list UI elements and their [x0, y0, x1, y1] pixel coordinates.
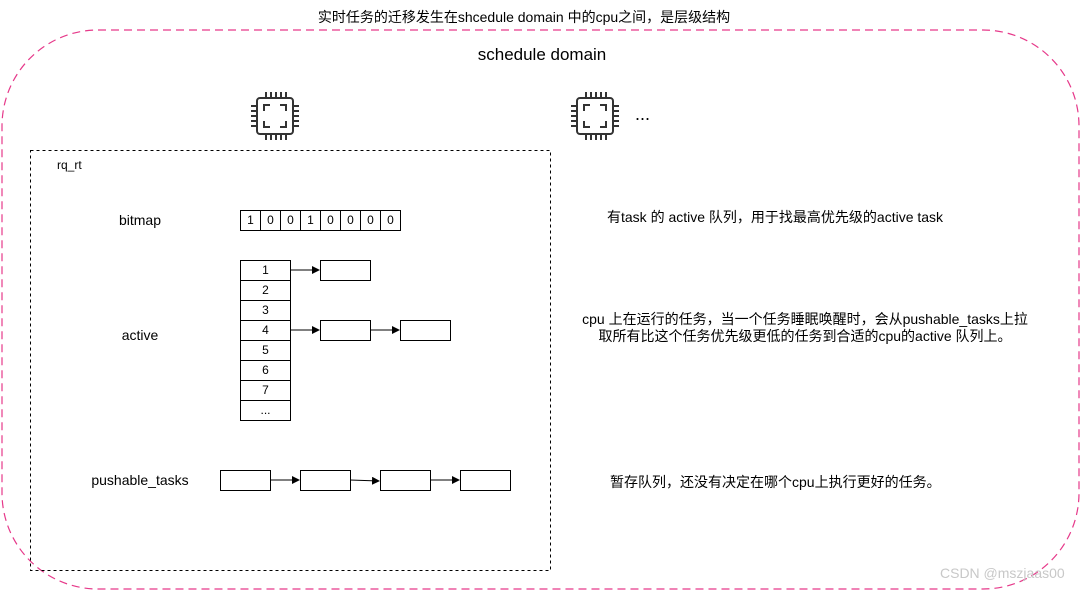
rq-rt-boundary [30, 150, 551, 571]
active-note-line1: cpu 上在运行的任务，当一个任务睡眠唤醒时，会从pushable_tasks上… [582, 311, 1028, 327]
pushable-task-node [300, 470, 351, 491]
bitmap-label: bitmap [118, 212, 162, 228]
active-row: ... [240, 400, 291, 421]
schedule-domain-boundary [1, 29, 1080, 590]
bitmap-bit: 0 [380, 210, 401, 231]
cpu-chip-icon [251, 92, 299, 140]
pushable-tasks-label: pushable_tasks [91, 472, 189, 488]
active-row: 5 [240, 340, 291, 361]
bitmap-bit: 0 [280, 210, 301, 231]
active-note-line2: 取所有比这个任务优先级更低的任务到合适的cpu的active 队列上。 [598, 328, 1012, 344]
active-row: 2 [240, 280, 291, 301]
active-row: 4 [240, 320, 291, 341]
rq-rt-label: rq_rt [57, 158, 82, 172]
active-row: 6 [240, 360, 291, 381]
bitmap-bit: 1 [240, 210, 261, 231]
pushable-task-node [460, 470, 511, 491]
schedule-domain-label: schedule domain [477, 45, 607, 64]
bitmap-bit: 0 [260, 210, 281, 231]
bitmap-bit: 0 [320, 210, 341, 231]
active-row: 3 [240, 300, 291, 321]
active-label: active [121, 327, 159, 343]
arrow-pushable-2 [349, 476, 380, 485]
cpu-ellipsis: ... [635, 104, 651, 124]
pushable-task-node [380, 470, 431, 491]
pushable-task-node [220, 470, 271, 491]
bitmap-bit: 0 [360, 210, 381, 231]
active-task-node [320, 320, 371, 341]
cpu-chip-icon [571, 92, 619, 140]
bitmap-bit: 1 [300, 210, 321, 231]
bitmap-bit: 0 [340, 210, 361, 231]
active-task-node [400, 320, 451, 341]
watermark: CSDN @mszjaas00 [940, 565, 1065, 581]
active-row: 1 [240, 260, 291, 281]
active-row: 7 [240, 380, 291, 401]
pushable-note: 暂存队列，还没有决定在哪个cpu上执行更好的任务。 [610, 474, 941, 490]
diagram-title: 实时任务的迁移发生在shcedule domain 中的cpu之间，是层级结构 [317, 9, 731, 25]
bitmap-note: 有task 的 active 队列，用于找最高优先级的active task [607, 209, 944, 225]
active-task-node [320, 260, 371, 281]
